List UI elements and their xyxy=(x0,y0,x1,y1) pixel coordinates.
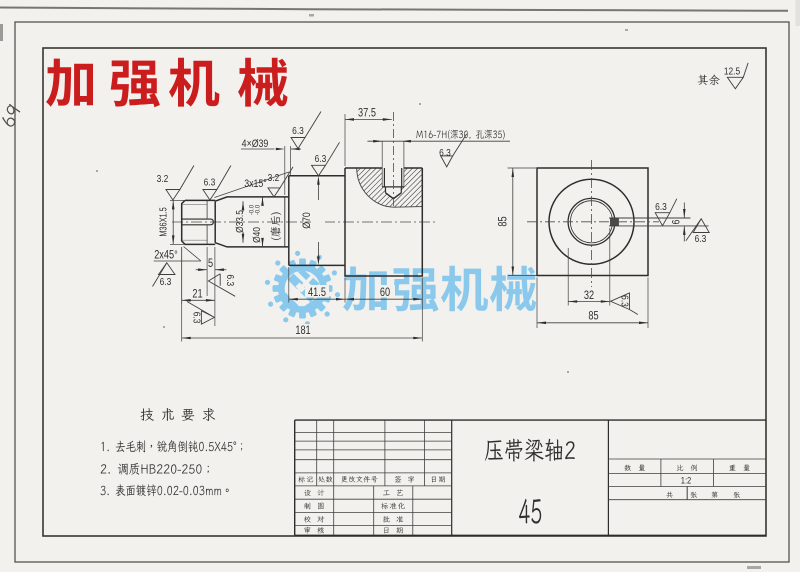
svg-text:6.3: 6.3 xyxy=(160,276,172,288)
svg-text:85: 85 xyxy=(497,216,509,226)
svg-text:Ø33.5: Ø33.5 xyxy=(234,210,246,233)
svg-text:6.3: 6.3 xyxy=(292,125,304,137)
svg-text:Ø40: Ø40 xyxy=(251,227,263,243)
svg-text:M36X1.5: M36X1.5 xyxy=(157,207,169,236)
svg-text:6: 6 xyxy=(671,219,683,224)
svg-text:3.2: 3.2 xyxy=(157,173,169,185)
svg-text:6.3: 6.3 xyxy=(618,295,630,307)
svg-text:41.5: 41.5 xyxy=(308,287,326,299)
svg-text:12.5: 12.5 xyxy=(724,66,740,78)
svg-text:6.3: 6.3 xyxy=(315,153,327,165)
svg-text:-0.0: -0.0 xyxy=(250,204,256,215)
svg-text:6.3: 6.3 xyxy=(224,275,236,287)
svg-text:60: 60 xyxy=(380,287,390,299)
svg-text:6.3: 6.3 xyxy=(439,147,451,159)
svg-text:4×Ø39: 4×Ø39 xyxy=(242,138,269,150)
svg-text:32: 32 xyxy=(584,290,594,302)
svg-text:6.3: 6.3 xyxy=(204,177,216,189)
svg-text:3x15°: 3x15° xyxy=(244,178,267,190)
svg-text:6.3: 6.3 xyxy=(655,201,667,213)
svg-text:Ø70: Ø70 xyxy=(301,212,313,229)
svg-text:6.3: 6.3 xyxy=(190,312,202,324)
svg-text:2x45°: 2x45° xyxy=(154,250,178,262)
svg-text:21: 21 xyxy=(192,289,202,301)
svg-text:181: 181 xyxy=(295,325,311,337)
svg-text:3.2: 3.2 xyxy=(268,172,280,184)
svg-text:5: 5 xyxy=(208,258,213,270)
svg-text:1:2: 1:2 xyxy=(681,475,692,486)
svg-text:6.3: 6.3 xyxy=(695,233,707,245)
svg-text:-0.0: -0.0 xyxy=(256,204,262,215)
svg-text:85: 85 xyxy=(588,310,598,322)
svg-text:37.5: 37.5 xyxy=(358,108,376,120)
